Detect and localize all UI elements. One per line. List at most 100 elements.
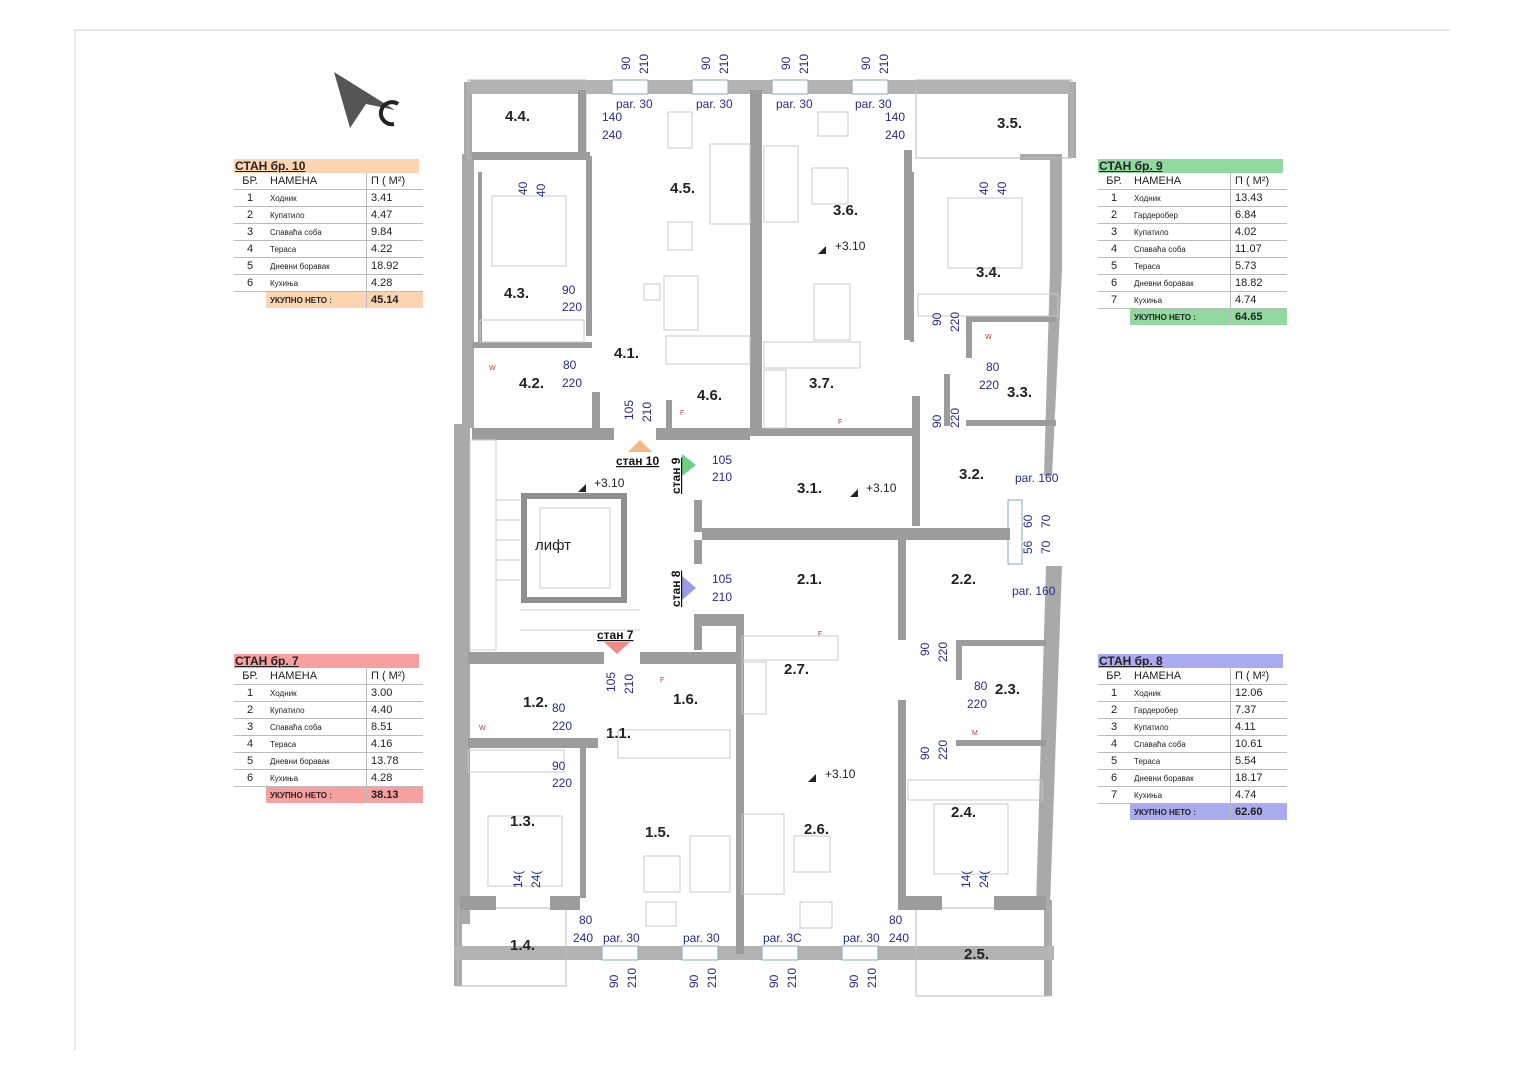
- svg-text:220: 220: [967, 697, 987, 711]
- svg-text:210: 210: [785, 968, 799, 988]
- unit-title: СТАН бр. 7: [234, 654, 419, 668]
- lift-shaft: [521, 493, 627, 603]
- svg-text:par. 3C: par. 3C: [763, 931, 802, 945]
- svg-text:210: 210: [640, 402, 654, 422]
- svg-text:56: 56: [1021, 540, 1035, 554]
- svg-text:220: 220: [552, 719, 572, 733]
- room-label: 3.4.: [976, 264, 1001, 281]
- svg-text:par. 30: par. 30: [776, 97, 813, 111]
- svg-text:W: W: [985, 334, 992, 341]
- svg-text:90: 90: [699, 56, 713, 70]
- entrance-label: стан 7: [597, 628, 634, 642]
- entrance-marker-unit-10: [628, 440, 652, 452]
- room-label: 1.1.: [606, 725, 631, 742]
- room-label: 1.6.: [673, 691, 698, 708]
- svg-text:par. 30: par. 30: [696, 97, 733, 111]
- interior-walls: [460, 90, 1056, 954]
- svg-text:W: W: [489, 365, 496, 372]
- svg-text:14(: 14(: [511, 871, 525, 888]
- svg-text:220: 220: [979, 378, 999, 392]
- door-dimensions: 40 40 40 40 90 220 80 220 105 210 90 220…: [511, 181, 1059, 888]
- svg-text:240: 240: [573, 931, 593, 945]
- windows: [601, 79, 1023, 961]
- svg-text:220: 220: [552, 776, 572, 790]
- room-label: 2.2.: [951, 571, 976, 588]
- svg-text:70: 70: [1039, 540, 1053, 554]
- svg-text:210: 210: [865, 968, 879, 988]
- lift-label: лифт: [535, 537, 571, 554]
- svg-text:par. 30: par. 30: [616, 97, 653, 111]
- svg-text:80: 80: [552, 701, 566, 715]
- level-marks: +3.10 +3.10 +3.10 +3.10: [594, 239, 897, 781]
- svg-text:210: 210: [717, 54, 731, 74]
- svg-text:90: 90: [552, 759, 566, 773]
- svg-text:F: F: [660, 677, 664, 684]
- room-label: 2.3.: [995, 681, 1020, 698]
- svg-text:F: F: [838, 419, 842, 426]
- north-arrow-icon: [334, 72, 400, 128]
- svg-text:105: 105: [712, 572, 732, 586]
- svg-text:80: 80: [986, 360, 1000, 374]
- svg-text:90: 90: [918, 642, 932, 656]
- svg-text:90: 90: [767, 974, 781, 988]
- svg-text:par. 30: par. 30: [855, 97, 892, 111]
- svg-text:90: 90: [847, 974, 861, 988]
- svg-text:210: 210: [877, 54, 891, 74]
- svg-text:240: 240: [885, 128, 905, 142]
- svg-text:90: 90: [859, 56, 873, 70]
- svg-text:24(: 24(: [529, 871, 543, 888]
- svg-text:240: 240: [602, 128, 622, 142]
- room-labels: 4.4. 4.5. 4.3. 4.1. 4.2. 4.6. 3.5. 3.6. …: [504, 108, 1032, 963]
- svg-text:80: 80: [889, 913, 903, 927]
- svg-text:210: 210: [637, 54, 651, 74]
- room-label: 4.3.: [504, 285, 529, 302]
- svg-text:40: 40: [977, 181, 991, 195]
- room-label: 4.6.: [697, 387, 722, 404]
- svg-text:220: 220: [948, 408, 962, 428]
- svg-text:F: F: [680, 410, 684, 417]
- svg-text:210: 210: [625, 968, 639, 988]
- svg-text:80: 80: [579, 913, 593, 927]
- svg-text:90: 90: [607, 974, 621, 988]
- svg-text:240: 240: [889, 931, 909, 945]
- svg-text:220: 220: [562, 300, 582, 314]
- svg-text:90: 90: [918, 746, 932, 760]
- room-label: 3.6.: [833, 202, 858, 219]
- svg-text:par. 160: par. 160: [1015, 471, 1059, 485]
- entrance-label: стан 8: [669, 570, 683, 607]
- room-label: 4.5.: [670, 180, 695, 197]
- unit-title: СТАН бр. 8: [1098, 654, 1283, 668]
- room-label: 1.3.: [510, 813, 535, 830]
- svg-text:210: 210: [712, 590, 732, 604]
- room-label: 2.7.: [784, 661, 809, 678]
- entrance-label: стан 9: [669, 457, 683, 494]
- room-label: 3.7.: [809, 375, 834, 392]
- svg-text:105: 105: [622, 400, 636, 420]
- level-mark: +3.10: [866, 481, 897, 495]
- svg-text:W: W: [479, 725, 486, 732]
- svg-text:90: 90: [562, 283, 576, 297]
- room-label: 3.3.: [1007, 384, 1032, 401]
- svg-text:210: 210: [797, 54, 811, 74]
- svg-text:140: 140: [885, 110, 905, 124]
- svg-text:90: 90: [779, 56, 793, 70]
- svg-text:24(: 24(: [977, 871, 991, 888]
- level-symbol-icons: [578, 246, 858, 782]
- room-label: 4.1.: [614, 345, 639, 362]
- staircase: [469, 439, 640, 651]
- level-mark: +3.10: [825, 767, 856, 781]
- svg-text:140: 140: [602, 110, 622, 124]
- window-dimensions-top: 90 210 90 210 90 210 90 210 par. 30 par.…: [602, 54, 905, 142]
- unit-title: СТАН бр. 9: [1098, 159, 1283, 173]
- svg-text:80: 80: [974, 679, 988, 693]
- furniture: [467, 111, 1059, 929]
- svg-text:90: 90: [619, 56, 633, 70]
- svg-text:40: 40: [534, 183, 548, 197]
- unit-title: СТАН бр. 10: [234, 159, 419, 173]
- room-label: 1.5.: [645, 824, 670, 841]
